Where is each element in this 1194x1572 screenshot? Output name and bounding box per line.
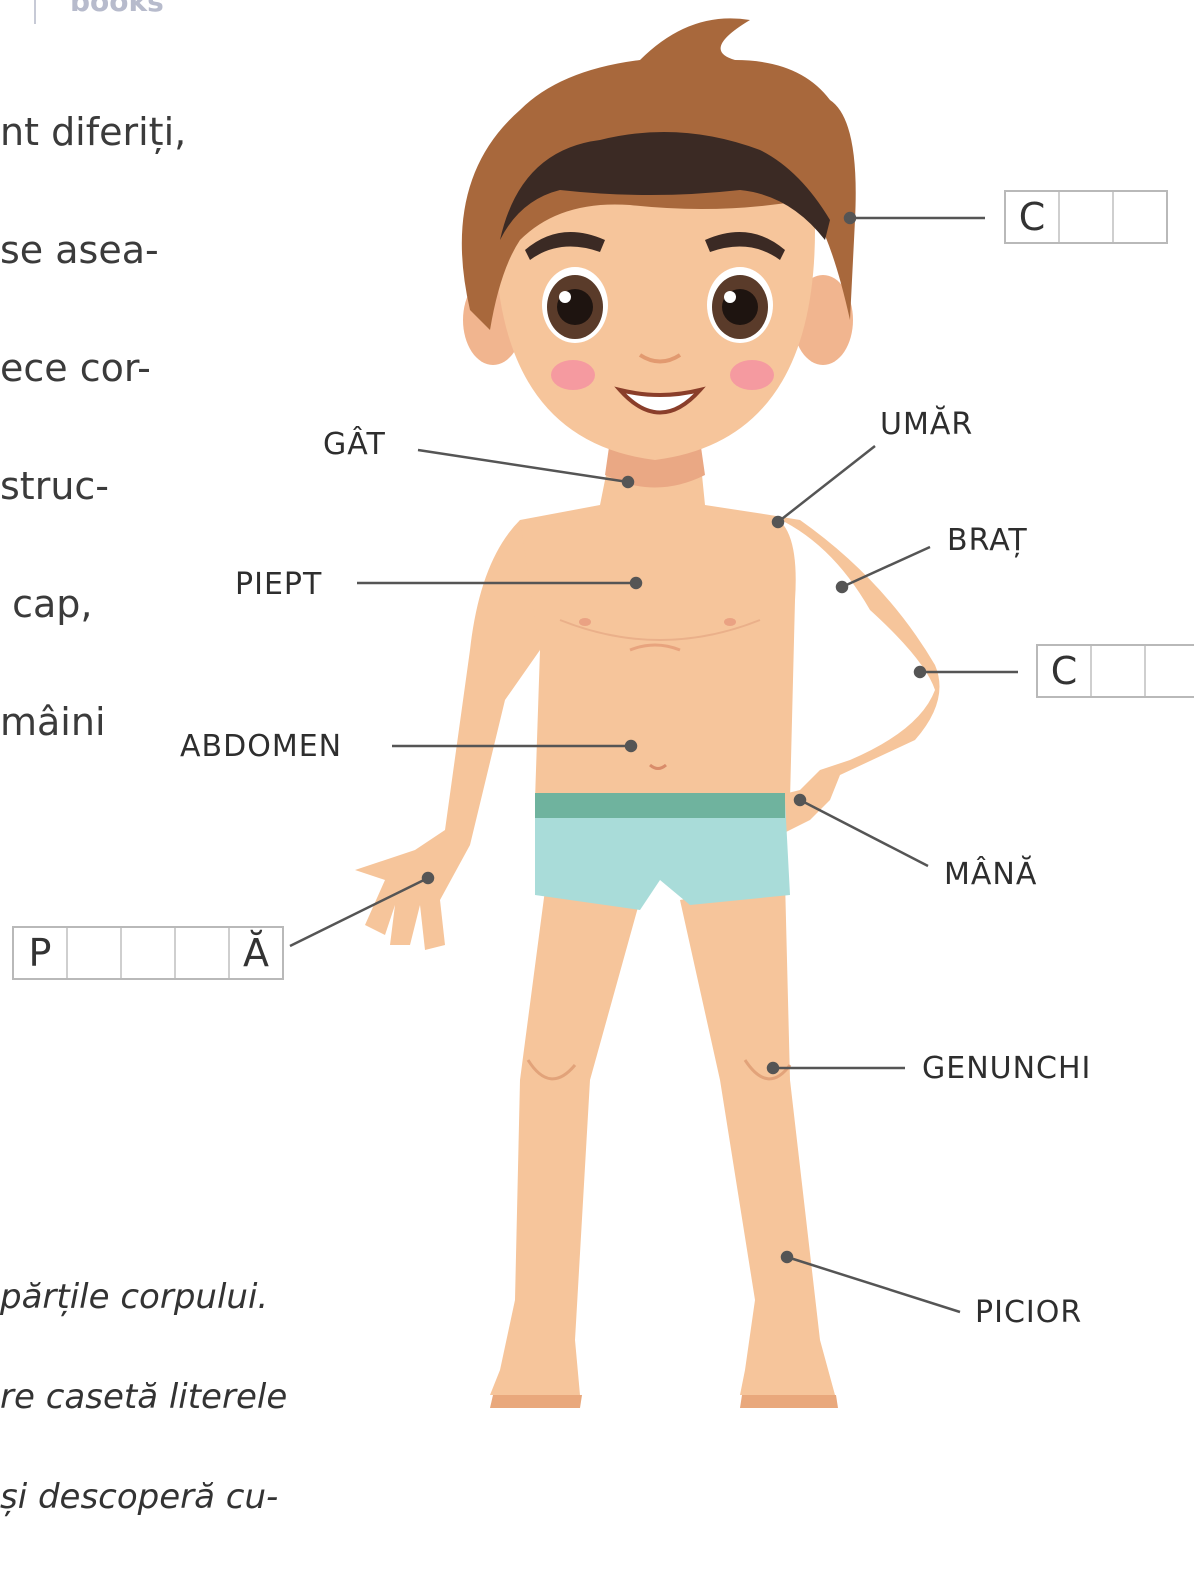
- shorts: [535, 793, 790, 910]
- letter-cell[interactable]: [1146, 646, 1194, 696]
- label-umar: UMĂR: [880, 410, 973, 440]
- label-picior: PICIOR: [975, 1298, 1082, 1328]
- letter-cell[interactable]: C: [1038, 646, 1092, 696]
- letter-cell[interactable]: [1092, 646, 1146, 696]
- label-mana: MÂNĂ: [944, 860, 1037, 890]
- left-arm: [355, 520, 540, 950]
- task-line: și descoperă cu-: [0, 1472, 287, 1522]
- word-box-head[interactable]: C: [1004, 190, 1168, 244]
- letter-cell[interactable]: [122, 928, 176, 978]
- letter-cell[interactable]: [176, 928, 230, 978]
- label-brat: BRAȚ: [947, 526, 1028, 556]
- legs: [490, 880, 838, 1408]
- letter-cell[interactable]: [1114, 192, 1166, 242]
- word-box-elbow[interactable]: C: [1036, 644, 1194, 698]
- label-genunchi: GENUNCHI: [922, 1054, 1091, 1084]
- torso: [516, 455, 796, 800]
- label-piept: PIEPT: [235, 570, 322, 600]
- label-gat: GÂT: [323, 430, 386, 460]
- letter-cell[interactable]: P: [14, 928, 68, 978]
- letter-cell[interactable]: C: [1006, 192, 1060, 242]
- word-box-palm[interactable]: P Ă: [12, 926, 284, 980]
- letter-cell[interactable]: [68, 928, 122, 978]
- left-cheek: [551, 360, 595, 390]
- label-abdomen: ABDOMEN: [180, 732, 342, 762]
- letter-cell[interactable]: [1060, 192, 1114, 242]
- right-cheek: [730, 360, 774, 390]
- letter-cell[interactable]: Ă: [230, 928, 282, 978]
